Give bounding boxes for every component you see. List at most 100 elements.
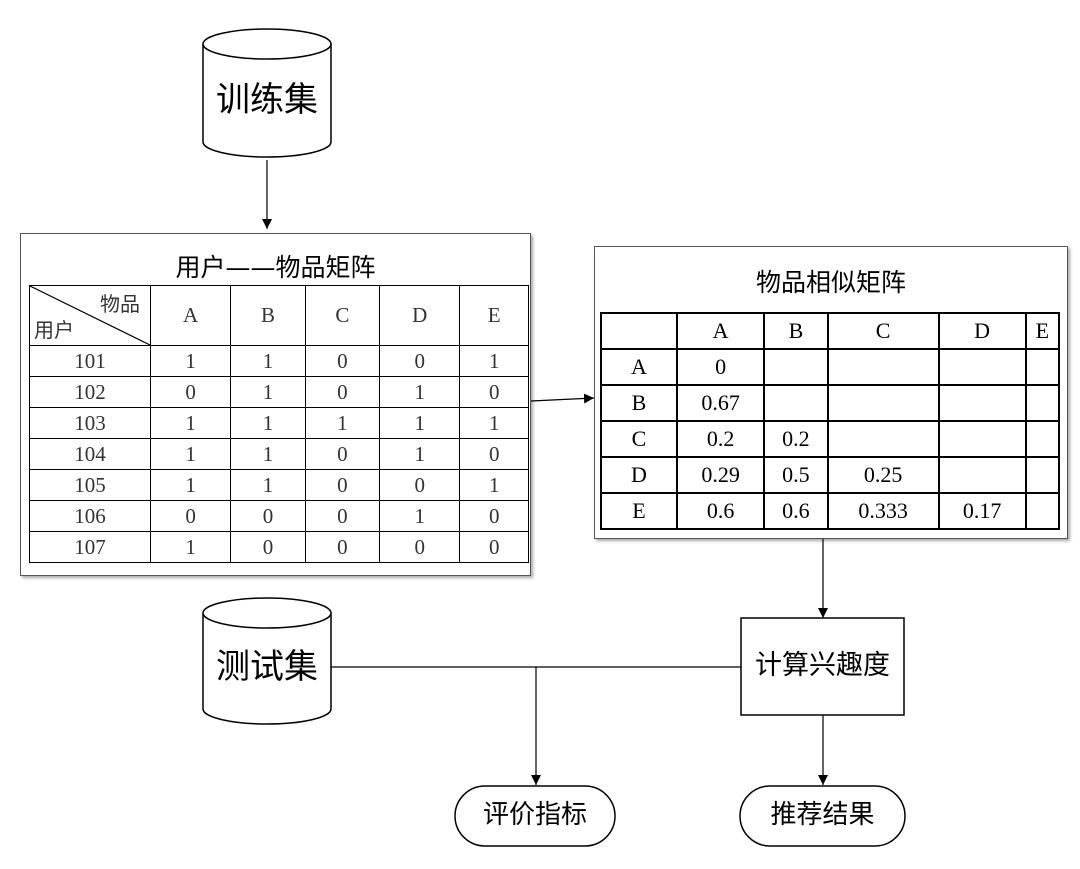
table-cell: 0 [304,500,381,532]
corner-user-label: 用户 [34,318,74,342]
test-set-cylinder [202,597,332,725]
row-header: B [600,384,678,422]
table-cell: 0 [230,531,306,563]
table-cell: 1 [379,500,461,532]
table-cell [1024,348,1061,386]
item-similarity-matrix-title: 物品相似矩阵 [755,268,906,297]
table-cell: 0 [304,531,381,563]
column-header: B [763,312,829,350]
recommend-result-terminal [739,785,906,847]
table-cell: 1 [379,438,461,470]
corner-diagonal [30,286,150,345]
table-cell: 0 [304,376,381,408]
test-set-label: 测试集 [216,647,318,687]
row-header: 106 [29,500,151,532]
column-header: D [937,312,1027,350]
table-cell: 0 [379,345,461,377]
table-cell: 0.25 [826,456,940,494]
row-header: C [600,420,678,458]
table-cell: 0 [379,469,461,501]
row-header: D [600,456,678,494]
table-cell: 0 [304,469,381,501]
row-header: 102 [29,376,151,408]
table-cell [937,348,1027,386]
table-cell [826,420,940,458]
table-cell: 0 [459,531,529,563]
table-cell: 0 [230,500,306,532]
compute-interest-box [740,617,905,716]
table-cell [1024,456,1061,494]
table-cell [1024,384,1061,422]
table-cell: 0 [459,500,529,532]
table-cell: 0 [304,438,381,470]
table-cell: 0.17 [937,492,1027,530]
row-header: 105 [29,469,151,501]
table-cell: 0 [459,438,529,470]
column-header: A [675,312,766,350]
table-cell: 1 [304,407,381,439]
table-cell: 0.5 [763,456,829,494]
table-cell [937,420,1027,458]
column-header: E [1024,312,1061,350]
eval-metrics-label: 评价指标 [482,800,587,830]
arrow-matrix-to-similarity [530,393,595,404]
table-cell: 1 [459,345,529,377]
table-cell: 0.6 [763,492,829,530]
corner-item-label: 物品 [100,292,140,316]
table-cell: 1 [149,345,232,377]
column-header: B [230,285,306,346]
table-cell [937,384,1027,422]
table-cell: 1 [149,531,232,563]
table-cell: 0 [459,376,529,408]
table-cell: 1 [379,407,461,439]
recommend-result-label: 推荐结果 [770,800,875,830]
column-header: A [149,285,232,346]
row-header: 103 [29,407,151,439]
table-cell: 1 [230,345,306,377]
training-set-label: 训练集 [216,80,318,120]
table-cell [763,384,829,422]
row-header: 101 [29,345,151,377]
table-cell: 0.6 [675,492,766,530]
eval-metrics-terminal [454,785,616,847]
row-header: A [600,348,678,386]
table-cell [826,384,940,422]
table-cell: 0.333 [826,492,940,530]
compute-interest-label: 计算兴趣度 [755,650,890,681]
table-cell: 0 [379,531,461,563]
table-cell [1024,420,1061,458]
table-cell: 0 [149,500,232,532]
table-cell: 1 [230,376,306,408]
corner-cell: 物品用户 [29,285,151,346]
table-cell: 1 [149,438,232,470]
table-cell: 1 [230,407,306,439]
table-cell: 1 [149,407,232,439]
table-cell: 0 [675,348,766,386]
table-cell: 1 [230,438,306,470]
table-cell: 0.67 [675,384,766,422]
table-cell [937,456,1027,494]
table-cell: 1 [459,469,529,501]
table-cell: 0.2 [763,420,829,458]
user-item-matrix-title: 用户——物品矩阵 [175,253,376,282]
column-header: C [304,285,381,346]
table-cell: 0 [149,376,232,408]
row-header: 104 [29,438,151,470]
training-set-cylinder [202,28,332,158]
table-cell: 1 [149,469,232,501]
